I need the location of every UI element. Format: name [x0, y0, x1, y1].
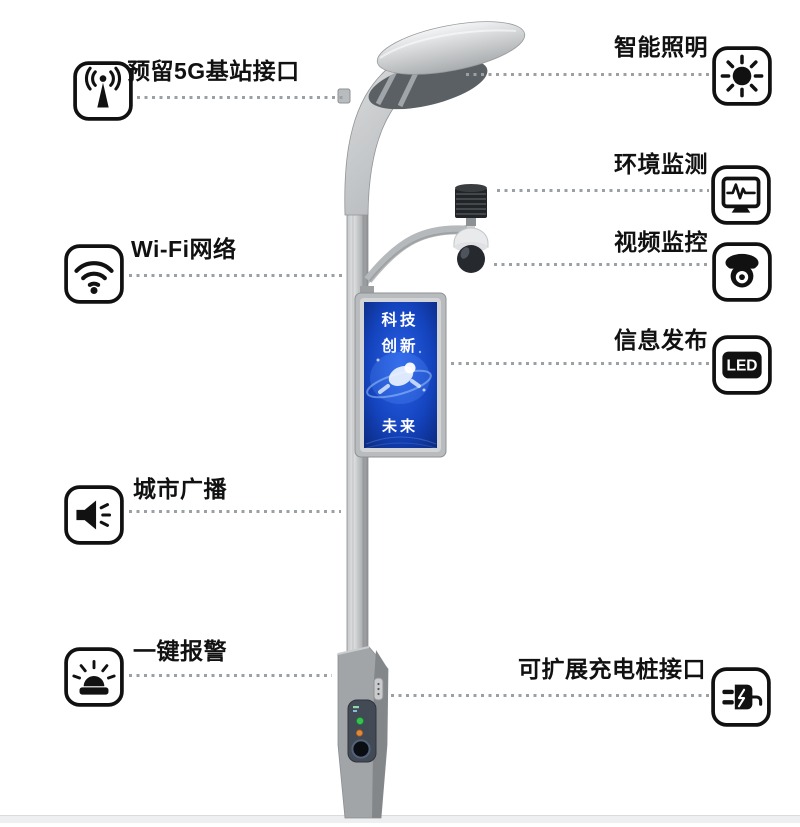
plug-icon	[710, 666, 772, 728]
screen-text-line2: 创新	[380, 336, 418, 355]
lamp-head	[344, 21, 526, 216]
feature-label-broadcast: 城市广播	[133, 476, 227, 502]
wifi-icon	[63, 243, 125, 305]
leader-line-broadcast	[129, 510, 341, 513]
speaker-icon	[63, 484, 125, 546]
camera-icon	[711, 241, 773, 303]
leader-line-5g	[137, 96, 345, 99]
led-icon-text: LED	[727, 358, 758, 375]
display-screen: 科技 创新 未来	[354, 286, 447, 458]
camera-arm	[364, 225, 471, 284]
astronaut-graphic	[366, 338, 432, 404]
sun-icon	[711, 45, 773, 107]
feature-label-video: 视频监控	[614, 229, 708, 255]
screen-text-line1: 科技	[381, 310, 418, 329]
monitor-icon	[710, 164, 772, 226]
feature-label-alarm: 一键报警	[133, 638, 227, 664]
charging-port	[373, 677, 384, 701]
control-panel	[347, 699, 377, 763]
feature-label-5g: 预留5G基站接口	[127, 58, 300, 84]
dome-camera	[453, 226, 489, 273]
panel-button	[351, 739, 371, 759]
ground-line	[0, 815, 800, 823]
screen-mesh	[365, 436, 437, 449]
leader-line-alarm	[129, 674, 332, 677]
leader-line-charging	[391, 694, 709, 697]
led-icon: LED	[711, 334, 773, 396]
feature-label-environment: 环境监测	[614, 151, 708, 177]
feature-label-info: 信息发布	[614, 327, 708, 353]
leader-line-environment	[497, 189, 709, 192]
alarm-icon	[63, 646, 125, 708]
leader-line-wifi	[129, 274, 344, 277]
leader-line-info	[451, 362, 710, 365]
status-light-orange	[355, 729, 364, 737]
feature-label-charging: 可扩展充电桩接口	[518, 656, 706, 682]
antenna-5g-icon	[72, 60, 134, 122]
leader-line-lighting	[466, 73, 710, 76]
leader-line-video	[494, 263, 710, 266]
pole-base	[337, 646, 389, 819]
env-sensor	[455, 184, 487, 226]
feature-label-wifi: Wi-Fi网络	[131, 236, 237, 262]
screen-text-line3: 未来	[381, 417, 418, 435]
feature-label-lighting: 智能照明	[614, 34, 708, 60]
status-light-green	[355, 717, 364, 726]
